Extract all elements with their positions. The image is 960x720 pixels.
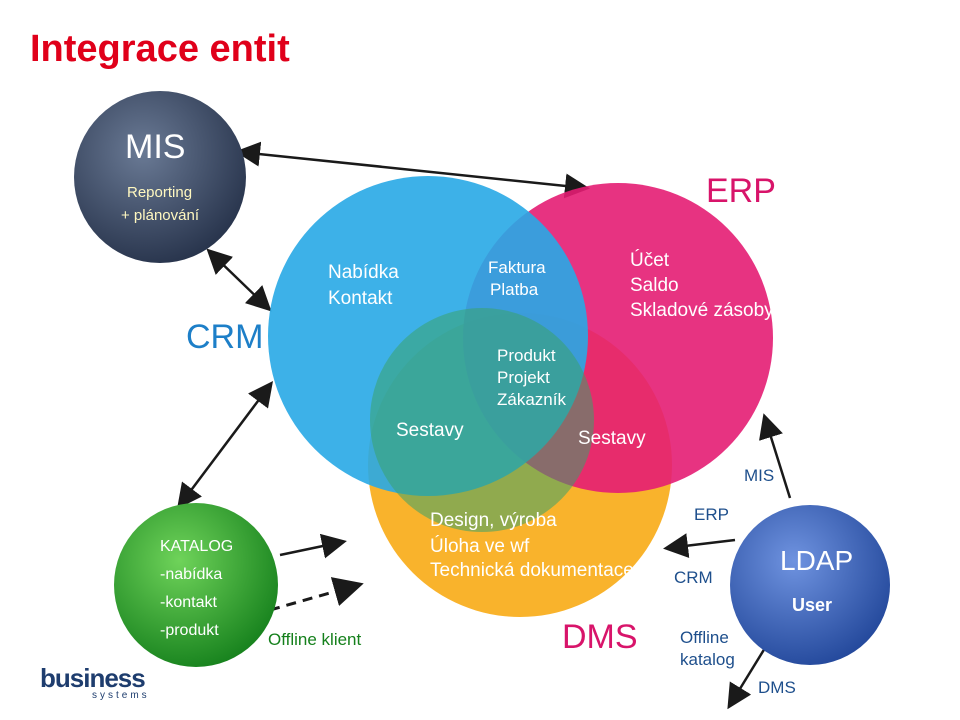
mis-line2: + plánování	[121, 207, 199, 224]
overlap-line2: Platba	[490, 280, 539, 299]
erp-line1: Účet	[630, 250, 670, 271]
mis-line1: Reporting	[127, 184, 193, 201]
company-logo: business	[40, 663, 146, 693]
arrow-mis-crm	[206, 248, 272, 312]
katalog-circle	[114, 503, 278, 667]
page-title: Integrace entit	[30, 28, 290, 70]
center-line2: Projekt	[497, 368, 550, 387]
ldap-sub: User	[792, 595, 833, 615]
ldap-link-crm: CRM	[674, 568, 713, 587]
erp-line3: Skladové zásoby	[630, 300, 774, 321]
ldap-circle	[730, 505, 890, 665]
dms-line1: Design, výroba	[430, 510, 557, 531]
ldap-link-erp: ERP	[694, 505, 729, 524]
sestavy-right: Sestavy	[578, 428, 646, 449]
overlap-line1: Faktura	[488, 258, 546, 277]
arrow-ldap-dms	[727, 647, 767, 710]
ldap-link-dms: DMS	[758, 678, 796, 697]
mis-title: MIS	[125, 128, 186, 166]
logo-mark	[40, 664, 130, 690]
crm-label: CRM	[186, 318, 264, 356]
dms-line3: Technická dokumentace	[430, 560, 634, 581]
arrow-ldap-crm	[663, 533, 736, 559]
mis-circle	[74, 91, 246, 263]
arrow-offline-dashed	[269, 577, 364, 612]
center-circle	[370, 308, 594, 532]
dms-line2: Úloha ve wf	[430, 536, 530, 557]
arrow-ldap-mis	[759, 413, 792, 499]
ldap-link-mis: MIS	[744, 466, 775, 485]
center-line1: Produkt	[497, 346, 556, 365]
katalog-line2: -nabídka	[160, 566, 223, 583]
ldap-link-offline1: Offline	[680, 628, 729, 647]
katalog-line1: KATALOG	[160, 538, 234, 555]
arrow-katalog-offline	[279, 533, 347, 559]
katalog-line4: -produkt	[160, 622, 219, 639]
offline-klient-label: Offline klient	[268, 630, 362, 649]
ldap-title: LDAP	[780, 545, 854, 576]
dms-label: DMS	[562, 618, 638, 656]
company-logo-sub: systems	[92, 690, 150, 701]
crm-line1: Nabídka	[328, 262, 399, 283]
arrow-crm-katalog	[177, 381, 273, 509]
arrow-mis-erp	[235, 141, 590, 199]
erp-label: ERP	[706, 172, 776, 210]
center-line3: Zákazník	[497, 390, 566, 409]
erp-line2: Saldo	[630, 275, 679, 296]
crm-line2: Kontakt	[328, 288, 393, 309]
katalog-line3: -kontakt	[160, 594, 217, 611]
ldap-link-offline2: katalog	[680, 650, 735, 669]
sestavy-left: Sestavy	[396, 420, 464, 441]
